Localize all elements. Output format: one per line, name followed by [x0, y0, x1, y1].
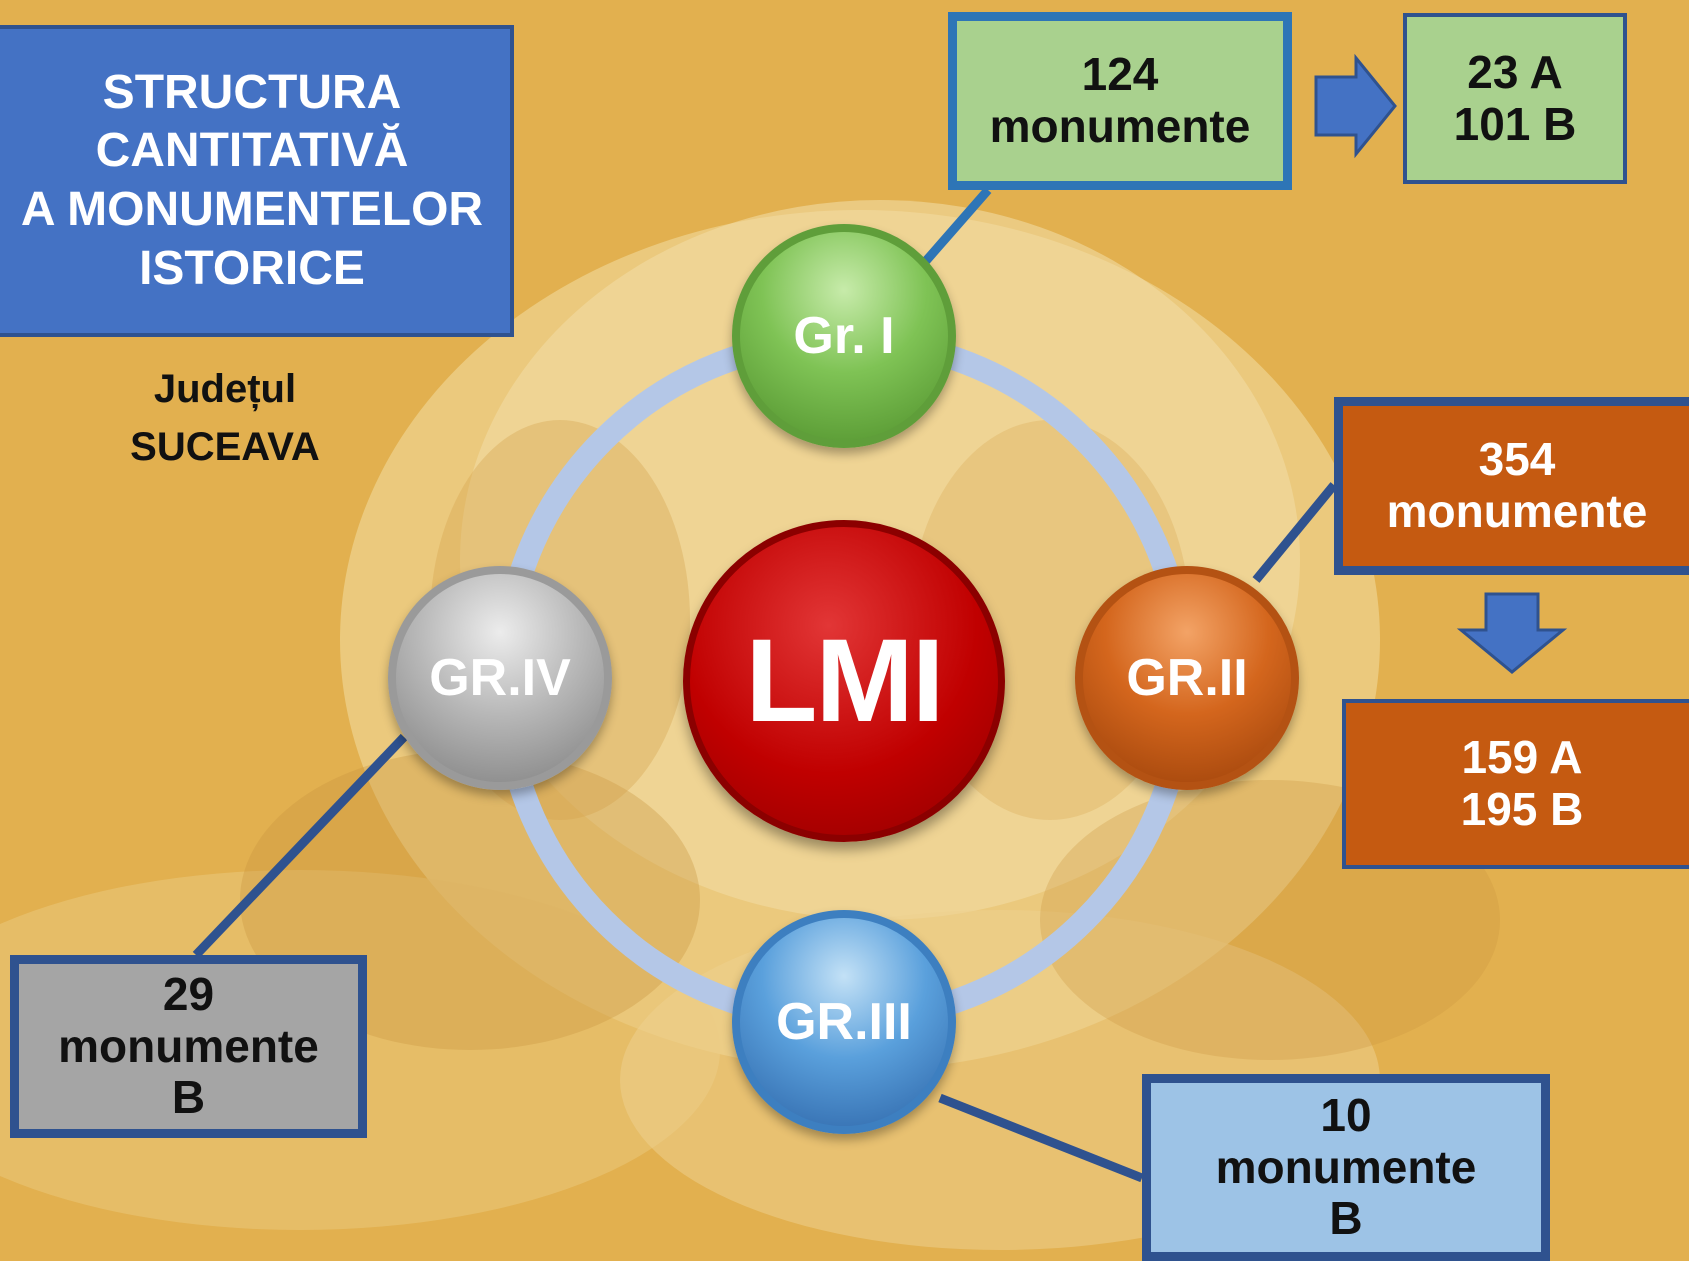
gr4-count-box: 29 monumente B: [10, 955, 367, 1138]
gr1-count-box: 124 monumente: [948, 12, 1292, 190]
node-gr3: GR.III: [732, 910, 956, 1134]
node-gr3-label: GR.III: [776, 993, 912, 1051]
gr2-split-box: 159 A 195 B: [1342, 699, 1689, 869]
gr1-split-a: 23 A: [1467, 45, 1563, 98]
gr3-count-class: B: [1329, 1192, 1363, 1245]
node-gr4-label: GR.IV: [429, 649, 571, 707]
connector-gr4: [192, 733, 408, 959]
gr1-split-box: 23 A 101 B: [1403, 13, 1627, 184]
county-label: Județul SUCEAVA: [100, 360, 350, 476]
connector-gr3: [938, 1093, 1144, 1183]
title-line: STRUCTURA: [102, 65, 402, 119]
gr1-count-number: 124: [1081, 48, 1159, 101]
node-gr4: GR.IV: [388, 566, 612, 790]
node-gr1-label: Gr. I: [793, 307, 895, 365]
gr1-count-unit: monumente: [989, 100, 1251, 152]
node-gr2-label: GR.II: [1126, 649, 1248, 707]
connector-gr1: [921, 187, 992, 265]
gr4-count-class: B: [171, 1071, 206, 1124]
title-box: STRUCTURA CANTITATIVĂ A MONUMENTELOR IST…: [0, 25, 514, 337]
gr2-count-box: 354 monumente: [1334, 397, 1689, 575]
arrow-down-icon: [1456, 592, 1568, 674]
gr1-split-b: 101 B: [1453, 97, 1577, 150]
gr3-count-box: 10 monumente B: [1142, 1074, 1550, 1261]
county-line: Județul: [153, 367, 297, 411]
title-line: A MONUMENTELOR: [20, 183, 484, 236]
gr2-split-b: 195 B: [1460, 783, 1584, 835]
county-line: SUCEAVA: [130, 425, 320, 469]
title-line: ISTORICE: [139, 241, 365, 295]
node-gr1: Gr. I: [732, 224, 956, 448]
gr4-count-number: 29: [162, 968, 215, 1021]
title-line: CANTITATIVĂ: [95, 124, 409, 178]
center-label: LMI: [745, 615, 944, 747]
node-gr2: GR.II: [1075, 566, 1299, 790]
connector-gr2: [1252, 482, 1338, 583]
arrow-right-icon: [1314, 53, 1397, 159]
gr2-count-number: 354: [1478, 433, 1556, 486]
gr4-count-unit: monumente: [58, 1019, 319, 1072]
gr3-count-number: 10: [1320, 1089, 1372, 1142]
center-node-lmi: LMI: [683, 520, 1005, 842]
gr3-count-unit: monumente: [1215, 1140, 1477, 1193]
gr2-count-unit: monumente: [1386, 485, 1648, 537]
gr2-split-a: 159 A: [1461, 731, 1583, 784]
